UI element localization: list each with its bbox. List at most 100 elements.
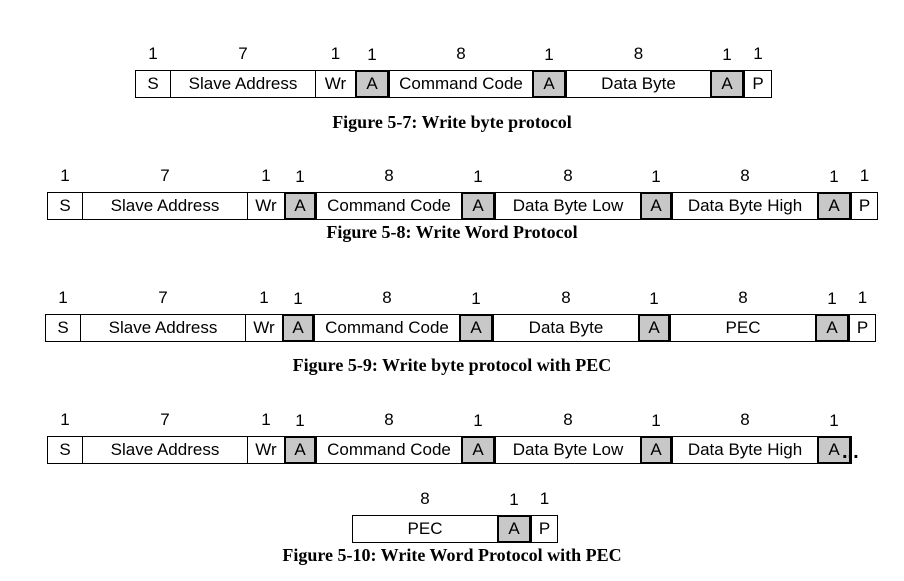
bit-count: 8 [382, 288, 392, 307]
bit-count: 7 [160, 410, 170, 429]
fig7-caption: Figure 5-7: Write byte protocol [332, 112, 572, 132]
field-label: A [826, 318, 838, 337]
field-label: A [366, 74, 378, 93]
field-label: A [650, 196, 662, 215]
bit-count: 1 [259, 288, 269, 307]
field-label: PEC [407, 519, 443, 538]
bit-count: 8 [633, 44, 644, 63]
field-command-code: Command Code 8 [389, 44, 532, 97]
field-label: S [147, 74, 159, 93]
bit-count: 8 [738, 288, 748, 307]
field-label: A [828, 440, 840, 459]
field-pec: PEC 8 [670, 288, 815, 341]
field-label: Data Byte High [687, 440, 803, 459]
field-label: PEC [725, 318, 761, 337]
field-label: Data Byte [601, 74, 676, 93]
field-label: Command Code [399, 74, 523, 93]
field-label: Command Code [327, 196, 451, 215]
bit-count: 1 [544, 45, 554, 64]
fig9-caption: Figure 5-9: Write byte protocol with PEC [292, 355, 612, 375]
bit-count: 1 [58, 288, 68, 307]
bit-count: 1 [60, 410, 70, 429]
field-label: Data Byte High [687, 196, 803, 215]
bit-count: 8 [561, 288, 571, 307]
field-command-code: Command Code 8 [316, 166, 461, 219]
field-label: A [543, 74, 555, 93]
field-label: A [648, 318, 660, 337]
field-label: P [752, 74, 764, 93]
field-label: Slave Address [108, 318, 218, 337]
field-label: Command Code [327, 440, 451, 459]
field-label: A [650, 440, 662, 459]
bit-count: 8 [740, 410, 750, 429]
field-label: Command Code [325, 318, 449, 337]
bit-count: 1 [295, 167, 305, 186]
bit-count: 1 [722, 45, 732, 64]
bit-count: 1 [471, 289, 481, 308]
field-pec: PEC 8 [353, 489, 497, 542]
bit-count: 1 [857, 288, 868, 307]
bit-count: 7 [160, 166, 170, 185]
field-label: Wr [255, 196, 277, 215]
field-label: P [856, 318, 869, 337]
bit-count: 1 [261, 166, 271, 185]
bit-count: 8 [384, 410, 394, 429]
field-label: P [538, 519, 551, 538]
field-label: Data Byte Low [512, 196, 624, 215]
fig10-caption: Figure 5-10: Write Word Protocol with PE… [282, 545, 622, 565]
field-label: P [858, 196, 871, 215]
bit-count: 1 [261, 410, 271, 429]
bit-count: 1 [295, 411, 305, 430]
bit-count: 1 [651, 167, 661, 186]
bit-count: 8 [384, 166, 394, 185]
fig8-caption: Figure 5-8: Write Word Protocol [326, 222, 578, 242]
bit-count: 7 [238, 44, 248, 63]
field-label: A [472, 440, 484, 459]
bit-count: 8 [420, 489, 430, 508]
bit-count: 1 [859, 166, 870, 185]
bit-count: 1 [829, 167, 839, 186]
bit-count: 8 [456, 44, 466, 63]
field-command-code: Command Code 8 [316, 410, 461, 463]
field-label: A [828, 196, 840, 215]
bit-count: 1 [827, 289, 837, 308]
field-label: S [59, 440, 71, 459]
bit-count: 1 [330, 44, 341, 63]
field-data-byte-high: Data Byte High 8 [672, 410, 817, 463]
bit-count: 1 [829, 411, 839, 430]
field-wr: Wr 1 [247, 410, 284, 463]
bit-count: 1 [148, 44, 158, 63]
field-label: Wr [255, 440, 277, 459]
field-label: A [721, 74, 733, 93]
field-label: A [294, 440, 306, 459]
bit-count: 8 [740, 166, 750, 185]
bit-count: 1 [367, 45, 377, 64]
bit-count: 1 [293, 289, 303, 308]
field-label: S [57, 318, 69, 337]
